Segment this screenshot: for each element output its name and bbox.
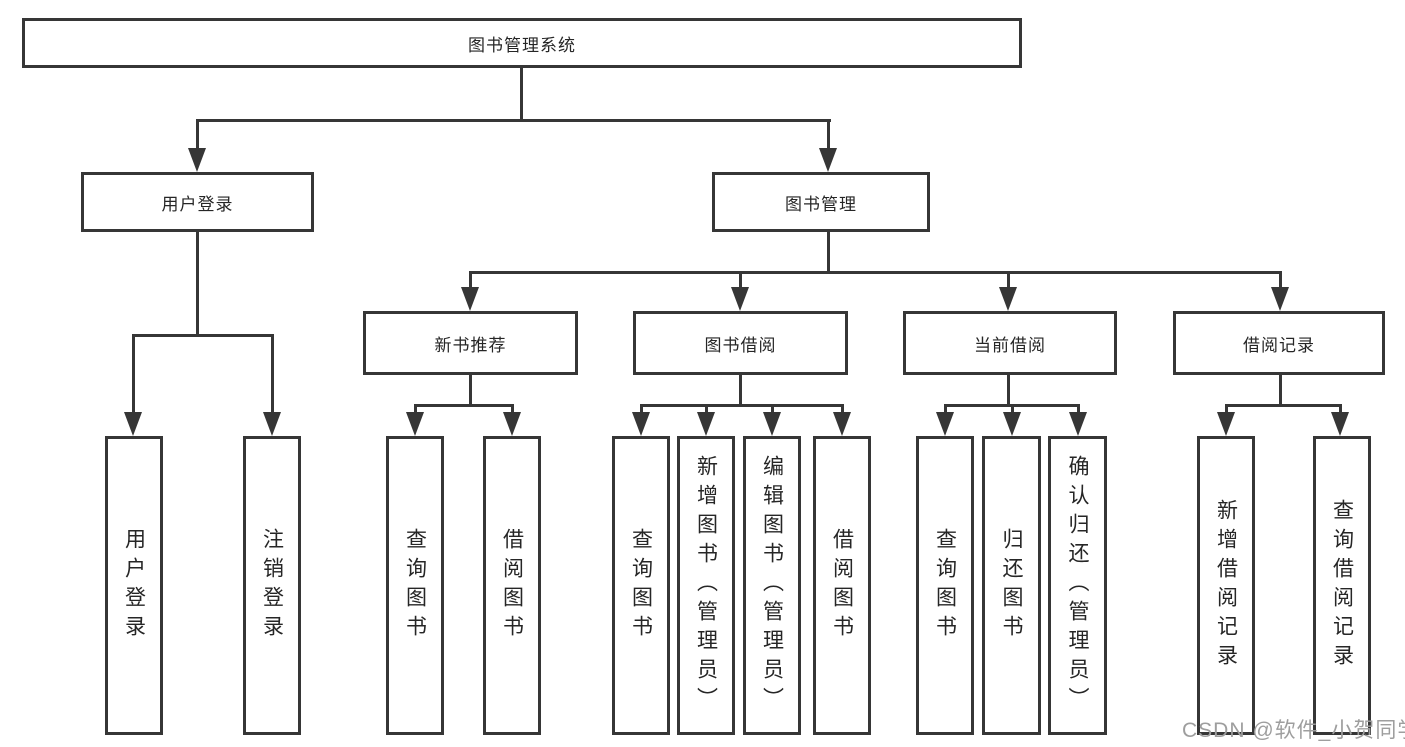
connector-line: [944, 404, 947, 414]
arrowhead-down-icon: [124, 412, 142, 436]
connector-line: [739, 375, 742, 406]
node-label: 查询借阅记录: [1330, 498, 1354, 673]
connector-line: [771, 404, 774, 414]
node-label: 图书借阅: [704, 335, 777, 355]
connector-line: [640, 404, 643, 414]
connector-line: [469, 375, 472, 406]
arrowhead-down-icon: [1217, 412, 1235, 436]
leaf-borrow-books: 借阅图书: [813, 436, 871, 735]
arrowhead-down-icon: [819, 148, 837, 172]
node-current-borrowing: 当前借阅: [903, 311, 1117, 375]
connector-line: [469, 271, 1281, 274]
connector-line: [1007, 271, 1010, 288]
connector-line: [469, 271, 472, 288]
connector-line: [1339, 404, 1342, 414]
connector-line: [739, 271, 742, 288]
connector-line: [196, 119, 199, 149]
connector-line: [841, 404, 844, 414]
connector-line: [414, 404, 417, 414]
arrowhead-down-icon: [632, 412, 650, 436]
arrowhead-down-icon: [461, 287, 479, 311]
arrowhead-down-icon: [999, 287, 1017, 311]
node-user-login: 用户登录: [81, 172, 314, 232]
node-label: 新增借阅记录: [1214, 498, 1238, 673]
node-label: 借阅图书: [830, 527, 854, 644]
node-label: 用户登录: [122, 527, 146, 644]
leaf-logout: 注销登录: [243, 436, 301, 735]
node-borrowing-records: 借阅记录: [1173, 311, 1385, 375]
leaf-query-books-current: 查询图书: [916, 436, 974, 735]
node-new-book-recommendation: 新书推荐: [363, 311, 578, 375]
node-label: 用户登录: [161, 194, 234, 214]
arrowhead-down-icon: [936, 412, 954, 436]
arrowhead-down-icon: [763, 412, 781, 436]
connector-line: [1279, 271, 1282, 288]
leaf-borrow-books-recommend: 借阅图书: [483, 436, 541, 735]
node-label: 当前借阅: [974, 335, 1046, 355]
arrowhead-down-icon: [1069, 412, 1087, 436]
connector-line: [271, 334, 274, 412]
arrowhead-down-icon: [731, 287, 749, 311]
leaf-confirm-return-admin: 确认归还（管理员）: [1048, 436, 1107, 735]
leaf-query-books-recommend: 查询图书: [386, 436, 444, 735]
node-label: 归还图书: [1000, 527, 1023, 644]
node-label: 新书推荐: [434, 335, 507, 355]
arrowhead-down-icon: [1331, 412, 1349, 436]
connector-line: [640, 404, 843, 407]
connector-line: [132, 334, 135, 412]
node-root-library-system: 图书管理系统: [22, 18, 1022, 68]
node-label: 借阅图书: [500, 527, 524, 644]
node-label: 编辑图书（管理员）: [760, 455, 784, 716]
leaf-query-borrow-record: 查询借阅记录: [1313, 436, 1371, 735]
connector-line: [1007, 375, 1010, 406]
connector-line: [414, 404, 514, 407]
node-label: 新增图书（管理员）: [694, 455, 718, 716]
connector-line: [196, 119, 831, 122]
node-label: 查询图书: [629, 527, 653, 644]
connector-line: [705, 404, 708, 414]
node-book-management: 图书管理: [712, 172, 930, 232]
arrowhead-down-icon: [697, 412, 715, 436]
node-label: 图书管理: [785, 194, 857, 214]
leaf-return-books: 归还图书: [982, 436, 1041, 735]
arrowhead-down-icon: [833, 412, 851, 436]
leaf-query-books-borrowing: 查询图书: [612, 436, 670, 735]
node-label: 查询图书: [933, 527, 957, 644]
node-label: 借阅记录: [1243, 335, 1315, 355]
leaf-add-book-admin: 新增图书（管理员）: [677, 436, 735, 735]
connector-line: [520, 68, 523, 121]
connector-line: [1279, 375, 1282, 406]
leaf-add-borrow-record: 新增借阅记录: [1197, 436, 1255, 735]
arrowhead-down-icon: [263, 412, 281, 436]
watermark: CSDN @软件_小贺同学: [1182, 719, 1405, 742]
node-book-borrowing: 图书借阅: [633, 311, 848, 375]
node-label: 查询图书: [403, 527, 427, 644]
connector-line: [1011, 404, 1014, 414]
node-label: 注销登录: [260, 527, 284, 644]
connector-line: [1225, 404, 1228, 414]
arrowhead-down-icon: [188, 148, 206, 172]
arrowhead-down-icon: [1271, 287, 1289, 311]
connector-line: [511, 404, 514, 414]
leaf-edit-book-admin: 编辑图书（管理员）: [743, 436, 801, 735]
node-label: 图书管理系统: [468, 35, 576, 55]
arrowhead-down-icon: [406, 412, 424, 436]
node-label: 确认归还（管理员）: [1066, 455, 1089, 716]
arrowhead-down-icon: [503, 412, 521, 436]
connector-line: [827, 119, 830, 149]
connector-line: [1077, 404, 1080, 414]
connector-line: [132, 334, 274, 337]
connector-line: [1225, 404, 1342, 407]
leaf-user-login: 用户登录: [105, 436, 163, 735]
connector-line: [827, 232, 830, 273]
connector-line: [196, 232, 199, 336]
arrowhead-down-icon: [1003, 412, 1021, 436]
